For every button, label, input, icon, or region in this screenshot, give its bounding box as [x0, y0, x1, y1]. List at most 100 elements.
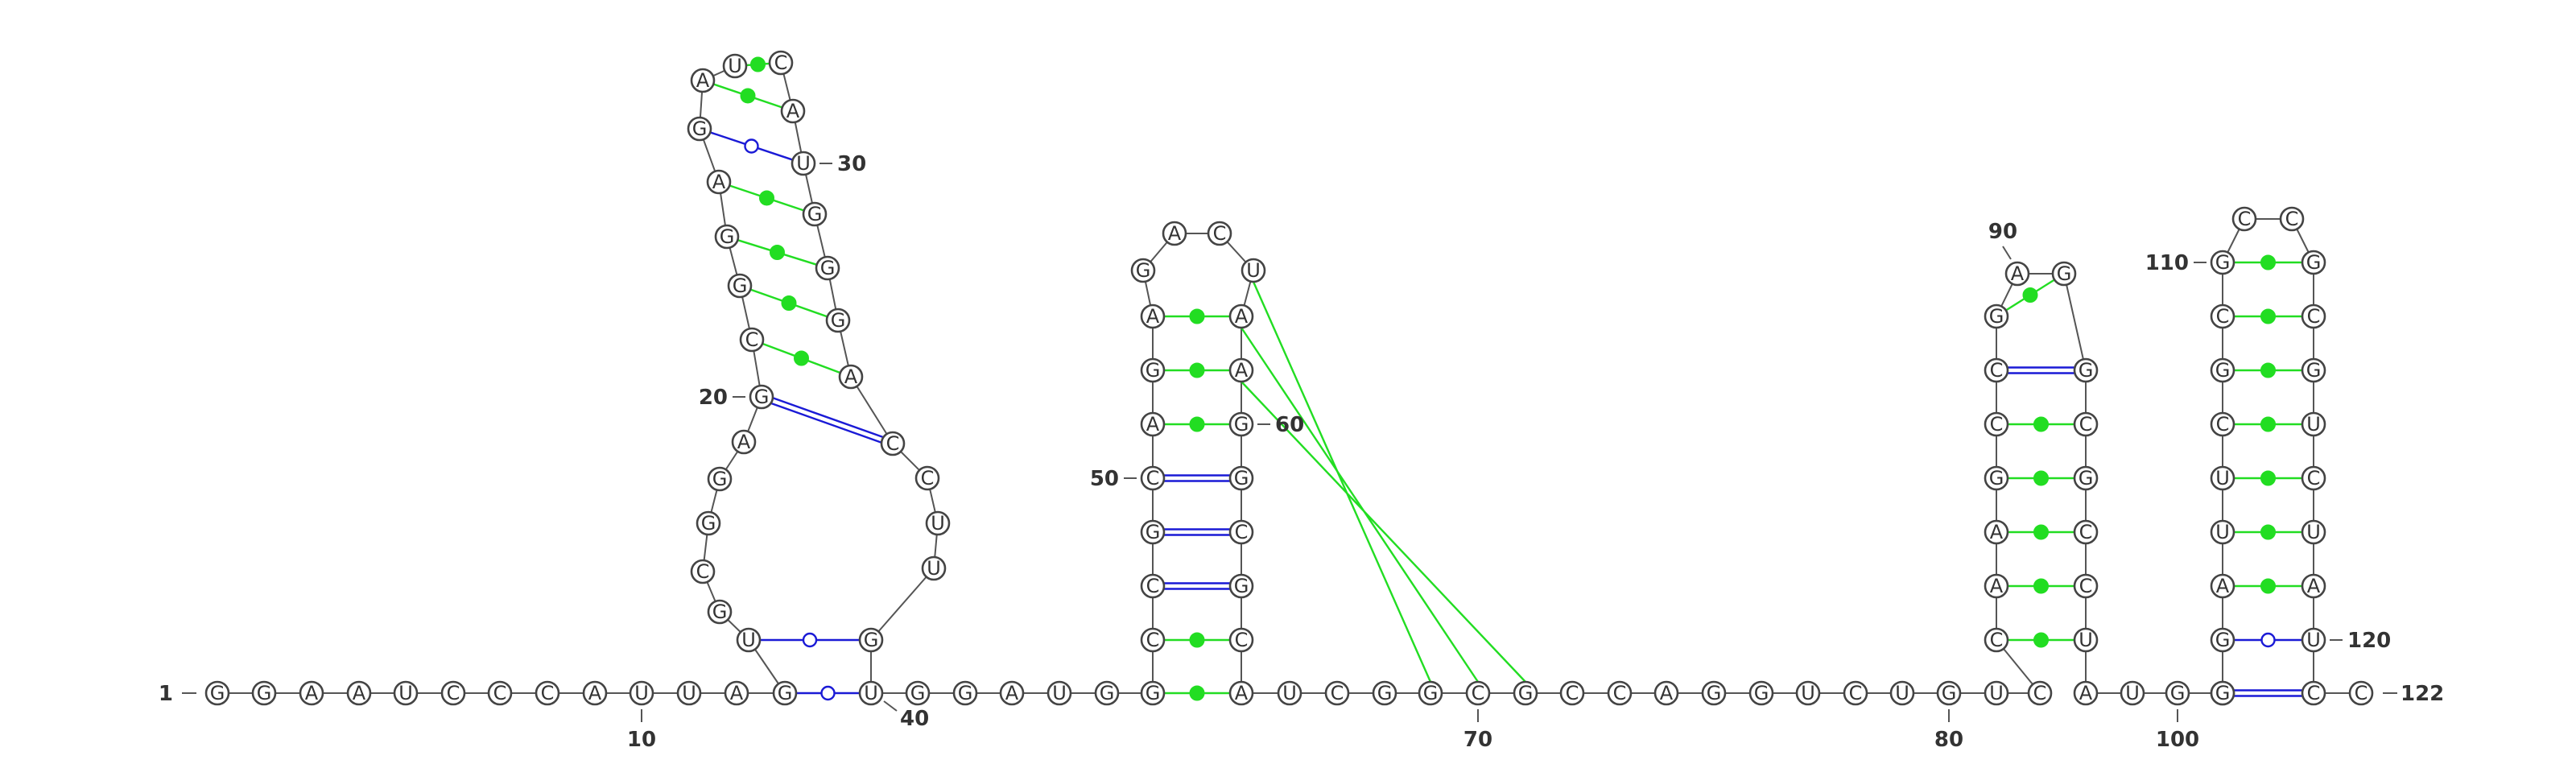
- nucleotide-letter: G: [2215, 682, 2231, 704]
- nucleotide-letter: U: [1282, 682, 1297, 704]
- nucleotide-circle: [905, 680, 931, 706]
- nucleotide-circle: [731, 429, 757, 455]
- nucleotide-letter: G: [1100, 682, 1115, 704]
- nucleotide-letter: A: [1235, 359, 1249, 382]
- nucleotide-circle: [2301, 411, 2326, 437]
- nucleotide: G: [204, 680, 230, 706]
- nucleotide: C: [2231, 206, 2257, 232]
- nucleotide-circle: [1277, 680, 1302, 706]
- noncanonical-pair-marker: [2260, 416, 2276, 432]
- nucleotide-letter: G: [712, 468, 728, 490]
- nucleotide-letter: G: [1942, 682, 1957, 704]
- nucleotide: C: [1984, 411, 2009, 437]
- nucleotide-letter: C: [1849, 682, 1863, 704]
- nucleotide-letter: G: [2170, 682, 2186, 704]
- noncanonical-pair-marker: [794, 350, 809, 366]
- noncanonical-pair-marker: [2033, 632, 2049, 648]
- nucleotide-circle: [2301, 250, 2326, 275]
- nucleotide-letter: A: [2011, 262, 2025, 285]
- nucleotide: C: [1228, 519, 1254, 545]
- nucleotide-circle: [2210, 411, 2235, 437]
- nucleotide-letter: A: [305, 682, 319, 704]
- nucleotide: G: [707, 599, 733, 625]
- nucleotide-letter: A: [2216, 575, 2230, 597]
- position-number: 10: [627, 728, 656, 752]
- nucleotide: G: [251, 680, 277, 706]
- nucleotide: U: [1277, 680, 1302, 706]
- nucleotide: A: [1984, 573, 2009, 599]
- nucleotide: A: [838, 364, 864, 390]
- nucleotide: G: [2073, 357, 2099, 383]
- nucleotide-letter: G: [701, 512, 716, 535]
- nucleotide-letter: U: [2306, 521, 2321, 543]
- nucleotide: A: [706, 169, 732, 195]
- nucleotide-letter: A: [1990, 575, 2004, 597]
- nucleotide-letter: G: [820, 257, 836, 279]
- nucleotide-letter: C: [2079, 521, 2093, 543]
- nucleotide: G: [1984, 465, 2009, 491]
- nucleotide-letter: C: [2307, 682, 2321, 704]
- nucleotide: A: [2301, 573, 2326, 599]
- nucleotide: A: [1228, 303, 1254, 329]
- nucleotide: C: [2073, 411, 2099, 437]
- nucleotide: G: [1936, 680, 1962, 706]
- nucleotide: G: [714, 224, 740, 250]
- nucleotide: C: [2073, 573, 2099, 599]
- nucleotide-letter: C: [2033, 682, 2047, 704]
- backbone: [217, 62, 2361, 694]
- position-number: 30: [837, 152, 866, 176]
- nucleotide: U: [2301, 627, 2326, 653]
- nucleotide: G: [952, 680, 978, 706]
- nucleotide: G: [825, 308, 851, 333]
- nucleotide-circle: [251, 680, 277, 706]
- nucleotide-circle: [2210, 250, 2235, 275]
- nucleotide-letter: G: [1146, 682, 1161, 704]
- nucleotide-letter: G: [2306, 359, 2322, 382]
- nucleotide-circle: [1889, 680, 1915, 706]
- nucleotide: G: [2073, 465, 2099, 491]
- nucleotide-circle: [1241, 258, 1266, 283]
- nucleotide-circle: [1140, 411, 1166, 437]
- nucleotide-circle: [690, 559, 716, 584]
- nucleotide-circle: [2120, 680, 2145, 706]
- noncanonical-pair-marker: [759, 190, 774, 206]
- nucleotide-letter: A: [712, 171, 726, 193]
- nucleotide-circle: [914, 465, 940, 491]
- noncanonical-pair-marker: [2260, 362, 2276, 378]
- nucleotide: U: [2073, 627, 2099, 653]
- nucleotide: C: [440, 680, 466, 706]
- nucleotide-circle: [2301, 519, 2326, 545]
- nucleotide: G: [2210, 680, 2235, 706]
- nucleotide-circle: [2051, 261, 2077, 287]
- nucleotide-circle: [707, 466, 733, 492]
- nucleotide-circle: [2073, 680, 2099, 706]
- nucleotide-letter: G: [1377, 682, 1393, 704]
- nucleotide-letter: C: [696, 560, 710, 583]
- nucleotide: C: [2301, 465, 2326, 491]
- nucleotide-letter: U: [1246, 259, 1261, 282]
- nucleotide: C: [2027, 680, 2053, 706]
- noncanonical-pair-marker: [740, 88, 756, 104]
- nucleotide-circle: [2348, 680, 2374, 706]
- nucleotide-letter: C: [2285, 208, 2299, 230]
- nucleotide-circle: [2073, 573, 2099, 599]
- nucleotide-letter: U: [2079, 629, 2093, 651]
- nucleotide-letter: C: [1213, 222, 1227, 245]
- nucleotide-circle: [1324, 680, 1350, 706]
- nucleotide: C: [914, 465, 940, 491]
- noncanonical-pair-marker: [2033, 416, 2049, 432]
- nucleotide-circle: [1984, 680, 2009, 706]
- nucleotide-circle: [858, 627, 884, 653]
- nucleotide: U: [2301, 519, 2326, 545]
- nucleotide-letter: C: [1566, 682, 1579, 704]
- nucleotide-letter: C: [1472, 682, 1485, 704]
- nucleotide-letter: G: [958, 682, 973, 704]
- nucleotide: U: [1795, 680, 1821, 706]
- nucleotide-letter: G: [1234, 413, 1249, 436]
- nucleotide: U: [925, 510, 951, 536]
- nucleotide-letter: C: [2355, 682, 2368, 704]
- nucleotide-circle: [925, 510, 951, 536]
- nucleotide-circle: [1984, 627, 2009, 653]
